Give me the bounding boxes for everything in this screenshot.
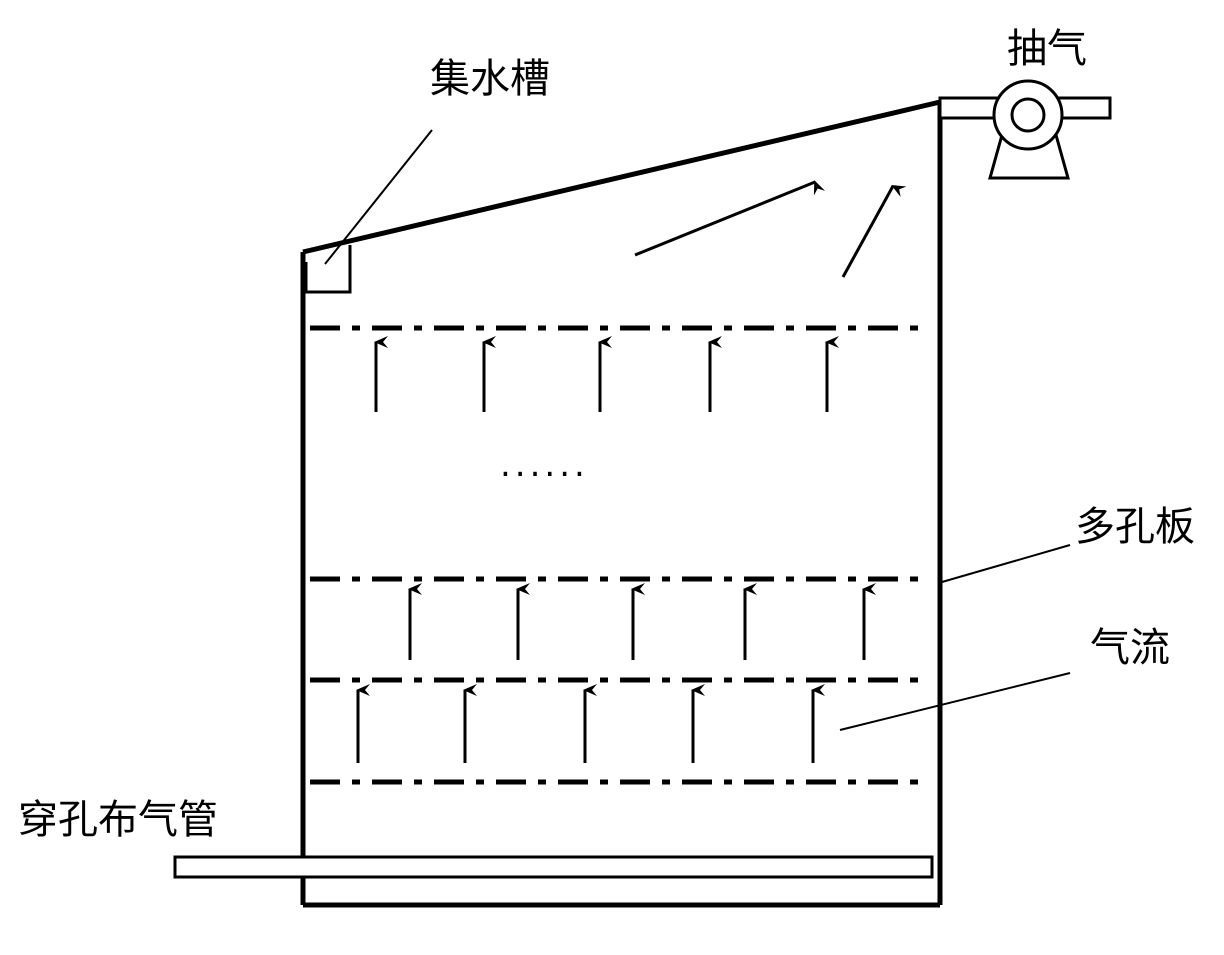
label-pipe: 穿孔布气管 [18, 797, 218, 843]
label-airflow: 气流 [1090, 625, 1170, 671]
fan-rotor [1010, 97, 1046, 133]
exhaust-fan [938, 79, 1112, 180]
label-exhaust: 抽气 [1007, 26, 1087, 72]
sloped-roof [302, 99, 941, 255]
water-collection-trough [304, 245, 352, 294]
label-collector: 集水槽 [430, 56, 550, 102]
leader-line-collector [324, 129, 433, 265]
tank-body [300, 99, 943, 908]
ellipsis: ...... [500, 445, 589, 485]
perforated-air-pipe [173, 855, 934, 879]
exhaust-flow-arrow [841, 185, 907, 278]
exhaust-flow-arrow [634, 180, 826, 257]
leader-line-airflow [839, 672, 1071, 731]
leader-line-plate [941, 544, 1071, 583]
label-plate: 多孔板 [1075, 504, 1195, 550]
